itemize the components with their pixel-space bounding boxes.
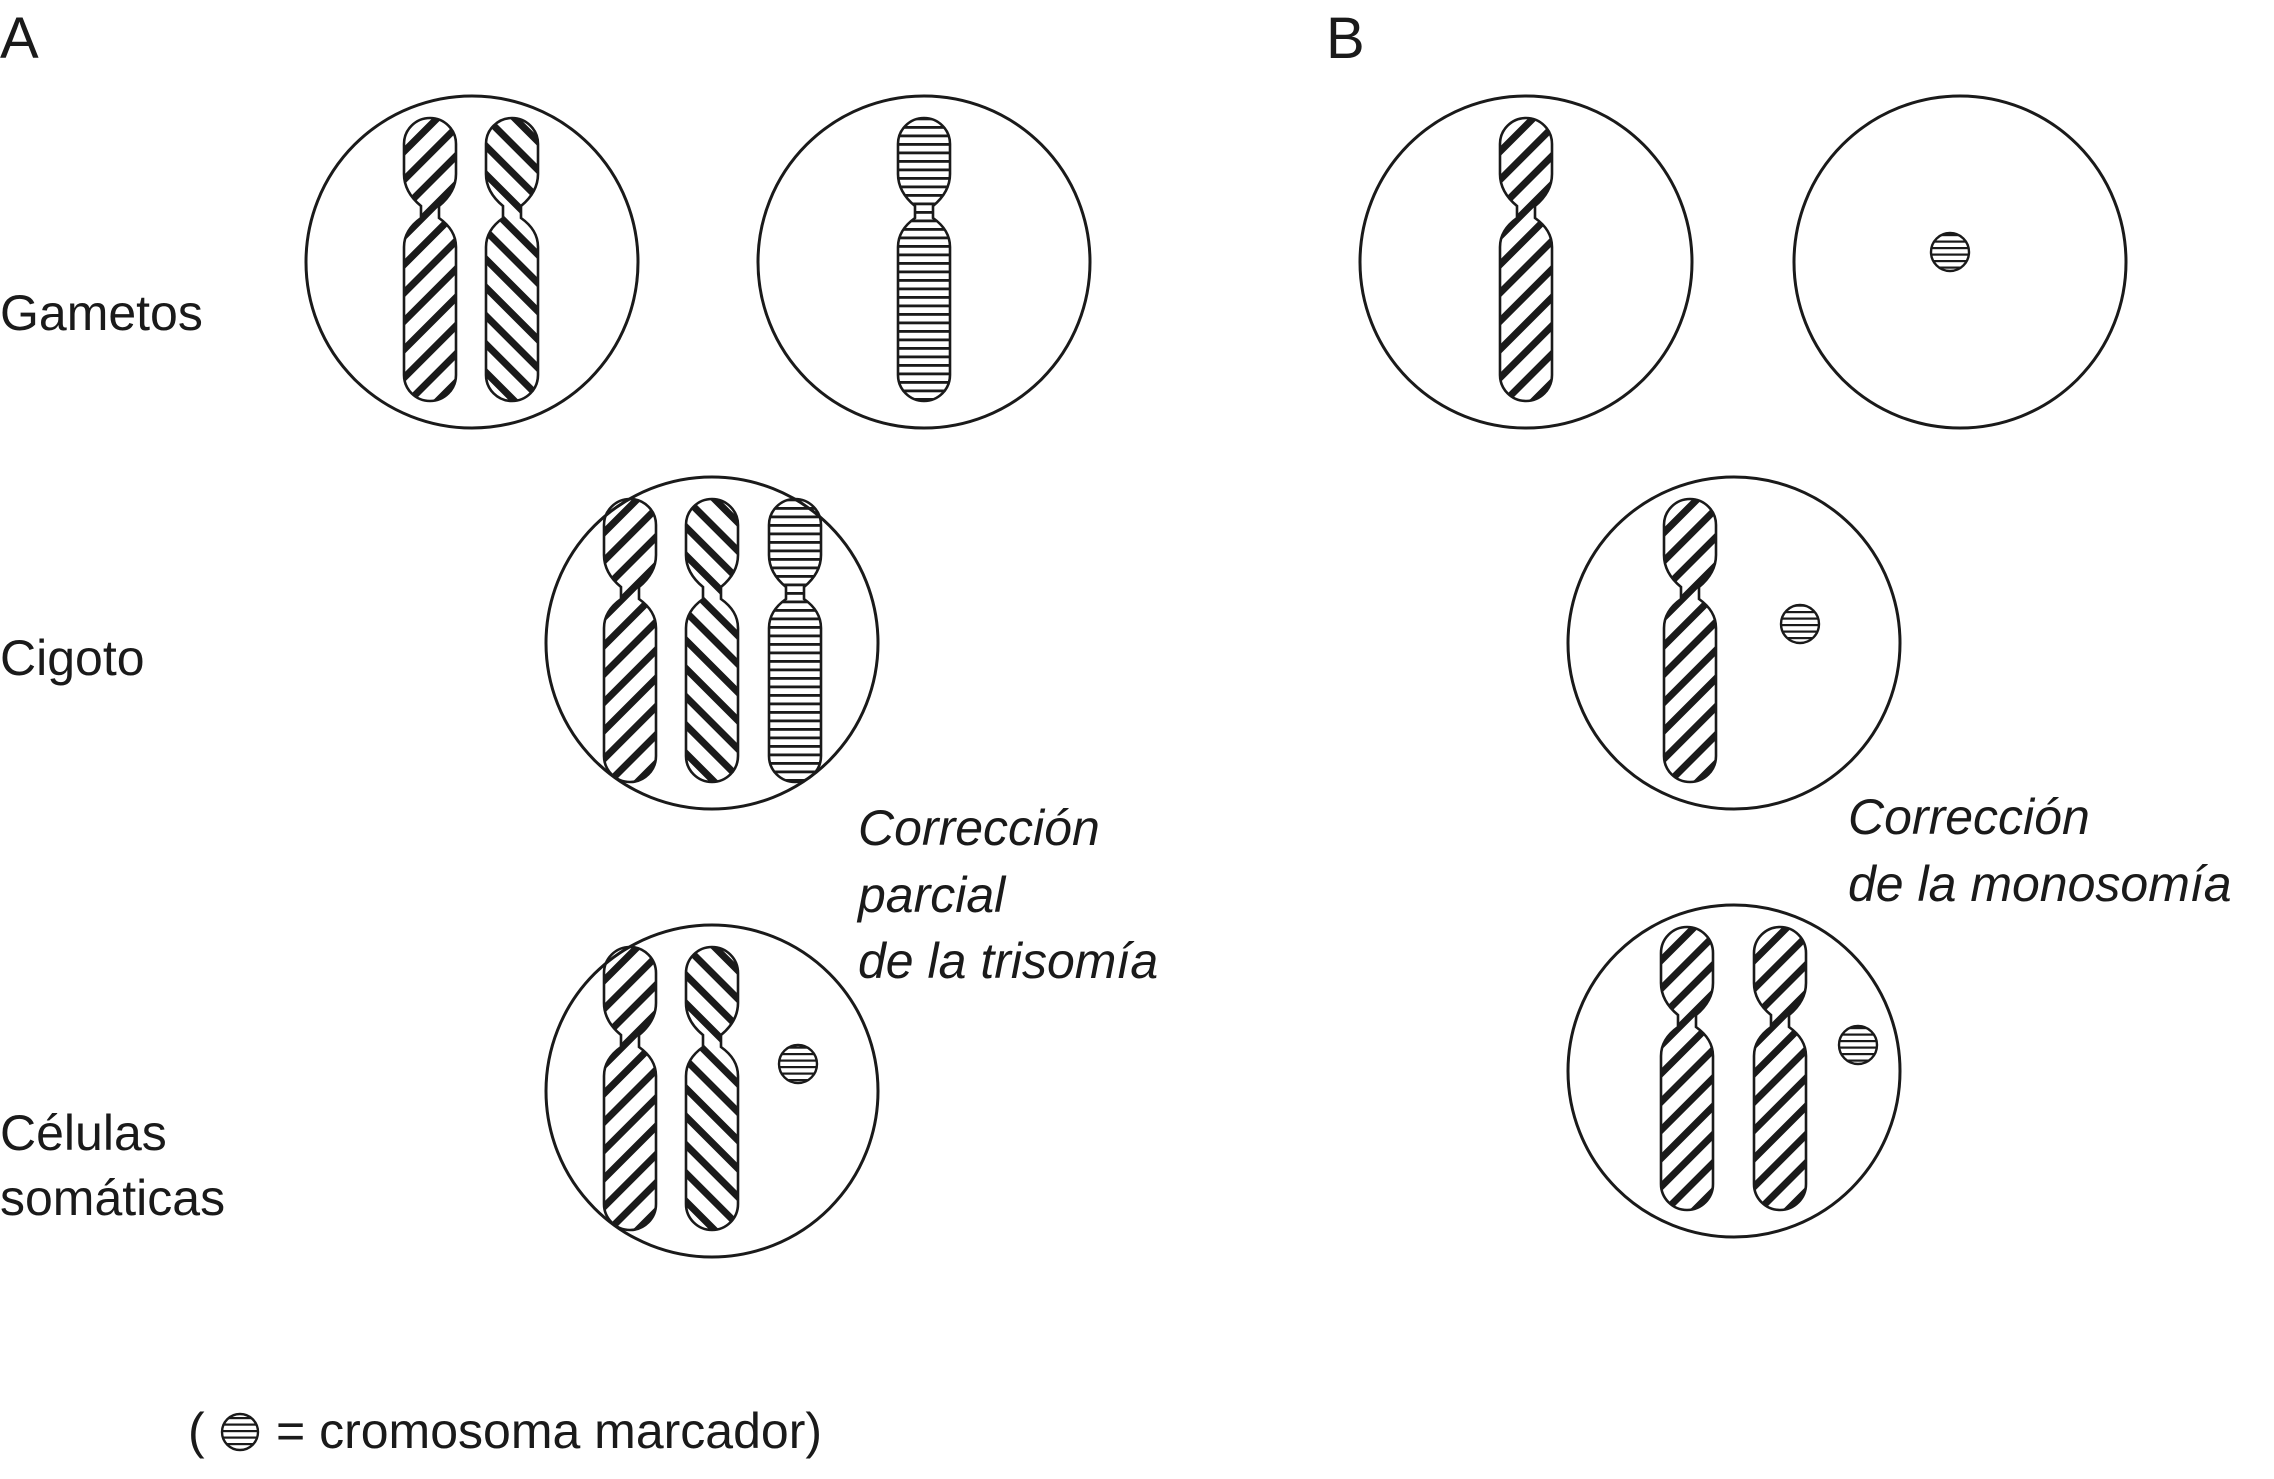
legend-text: = cromosoma marcador) (276, 1403, 822, 1459)
diagonal-hatched-chromosome-icon (1662, 497, 1718, 784)
gamete-cell-a2 (756, 94, 1092, 430)
row-label-zygote: Cigoto (0, 630, 145, 686)
note-a-line3: de la trisomía (858, 933, 1158, 989)
diagonal-hatched-chromosome-icon (684, 945, 740, 1232)
horizontal-striped-chromosome-icon (767, 497, 823, 784)
zygote-cell-b (1566, 475, 1902, 811)
diagonal-hatched-chromosome-icon (1498, 116, 1554, 403)
somatic-cell-b (1566, 903, 1902, 1239)
diagonal-hatched-chromosome-icon (1752, 925, 1808, 1212)
row-label-somatic-1: Células (0, 1105, 167, 1161)
striped-marker-dot-icon (1837, 1024, 1879, 1066)
note-b-line2: de la monosomía (1848, 856, 2232, 912)
panel-b-label: B (1326, 6, 1365, 71)
somatic-cell-a (544, 923, 880, 1259)
row-label-somatic-2: somáticas (0, 1170, 225, 1226)
striped-marker-dot-icon (777, 1043, 819, 1085)
gamete-cell-a1 (304, 94, 640, 430)
panel-a-label: A (0, 6, 39, 71)
striped-marker-dot-icon (1779, 603, 1821, 645)
horizontal-striped-chromosome-icon (896, 116, 952, 403)
diagonal-hatched-chromosome-icon (602, 497, 658, 784)
diagonal-hatched-chromosome-icon (684, 497, 740, 784)
striped-marker-dot-icon (1929, 231, 1971, 273)
diagonal-hatched-chromosome-icon (484, 116, 540, 403)
legend-open-paren: ( (188, 1403, 205, 1459)
legend: ( = cromosoma marcador) (188, 1403, 822, 1459)
gamete-cell-b1 (1358, 94, 1694, 430)
gamete-cell-b2 (1792, 94, 2128, 430)
row-label-gametes: Gametos (0, 285, 203, 341)
note-a-line1: Corrección (858, 800, 1100, 856)
diagonal-hatched-chromosome-icon (402, 116, 458, 403)
diagonal-hatched-chromosome-icon (602, 945, 658, 1232)
note-a-line2: parcial (856, 867, 1007, 923)
note-b-line1: Corrección (1848, 789, 2090, 845)
striped-marker-dot-icon (220, 1412, 260, 1452)
diagonal-hatched-chromosome-icon (1659, 925, 1715, 1212)
zygote-cell-a (544, 475, 880, 811)
